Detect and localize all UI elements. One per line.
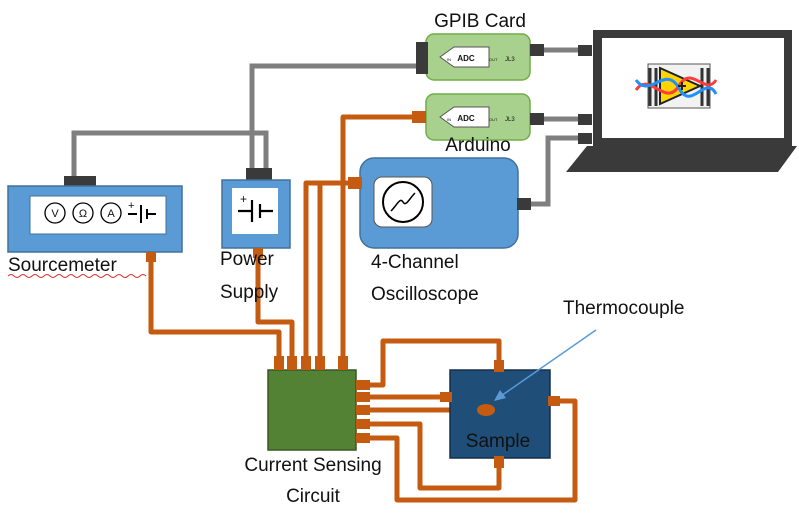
thermocouple-label: Thermocouple <box>563 298 684 319</box>
wire-oscilloscope-to-circuit <box>303 180 362 364</box>
sourcemeter-amp-symbol: A <box>107 208 115 220</box>
power-supply-battery-icon <box>238 200 273 222</box>
labview-icon <box>634 63 718 109</box>
gpib-jl3-text: JL3 <box>505 57 515 63</box>
sourcemeter-connector-bottom <box>146 252 156 262</box>
oscilloscope-label-line1: 4-Channel <box>371 252 459 273</box>
laptop-port-1 <box>578 45 592 56</box>
cable-gpib-to-sourcemeter <box>71 130 269 178</box>
sine-wave-icon <box>390 192 416 212</box>
wire-arduino-to-circuit <box>340 114 420 364</box>
power-supply-connector-top <box>246 168 272 180</box>
oscilloscope-connector-left <box>348 177 362 189</box>
sourcemeter-battery-icon <box>128 205 156 223</box>
arduino-out-text: OUT <box>489 117 498 122</box>
arduino-in-text: IN <box>447 117 451 122</box>
laptop-port-2 <box>578 114 592 125</box>
arduino-adc-text: ADC <box>457 114 475 123</box>
sourcemeter-ohm-symbol: Ω <box>79 208 87 220</box>
thermocouple-arrow <box>494 329 597 401</box>
laptop <box>566 30 797 172</box>
current-sensing-label-line2: Circuit <box>286 486 341 507</box>
gpib-card-label: GPIB Card <box>434 11 526 32</box>
arduino-connector-left <box>412 111 426 123</box>
sourcemeter-label: Sourcemeter <box>8 255 117 276</box>
arduino-card: ADC IN OUT JL3 <box>412 93 544 141</box>
wire-circuit-to-sample-right <box>360 398 578 503</box>
sample <box>440 360 560 468</box>
oscilloscope <box>348 157 531 249</box>
power-supply-label-line1: Power <box>220 249 275 270</box>
laptop-keyboard-base <box>566 146 797 172</box>
current-sensing-circuit <box>267 356 370 451</box>
sourcemeter-volt-symbol: V <box>51 208 59 220</box>
power-supply-connector-bottom <box>253 248 263 258</box>
wire-circuit-to-sample-top <box>360 338 502 388</box>
power-supply: + <box>221 168 291 258</box>
wire-power-supply-to-circuit <box>255 250 295 364</box>
laptop-port-3 <box>578 133 592 144</box>
gpib-connector-right <box>530 44 544 56</box>
gpib-out-text: OUT <box>489 57 498 62</box>
gpib-in-text: IN <box>447 57 451 62</box>
gpib-connector-left <box>416 42 428 74</box>
arduino-jl3-text: JL3 <box>505 117 515 123</box>
gpib-card: ADC IN OUT JL3 <box>416 33 544 81</box>
gpib-adc-text: ADC <box>457 54 475 63</box>
sourcemeter-connector-top <box>64 176 96 186</box>
sourcemeter: V Ω A + <box>7 176 183 262</box>
wire-circuit-to-sample-bottom <box>360 421 502 491</box>
oscilloscope-connector-right <box>517 198 531 210</box>
sample-label: Sample <box>466 431 530 452</box>
power-supply-plus-symbol: + <box>240 192 247 206</box>
arduino-label: Arduino <box>445 135 511 156</box>
sourcemeter-plus-symbol: + <box>128 200 134 212</box>
thermocouple-tip <box>477 404 495 416</box>
current-sensing-label-line1: Current Sensing <box>244 455 381 476</box>
cable-oscilloscope-to-laptop <box>520 135 584 207</box>
power-supply-label-line2: Supply <box>220 282 279 303</box>
wire-sourcemeter-to-circuit <box>148 252 282 364</box>
arduino-connector-right <box>530 113 544 125</box>
sourcemeter-label-underline <box>7 274 147 278</box>
oscilloscope-label-line2: Oscilloscope <box>371 284 479 305</box>
